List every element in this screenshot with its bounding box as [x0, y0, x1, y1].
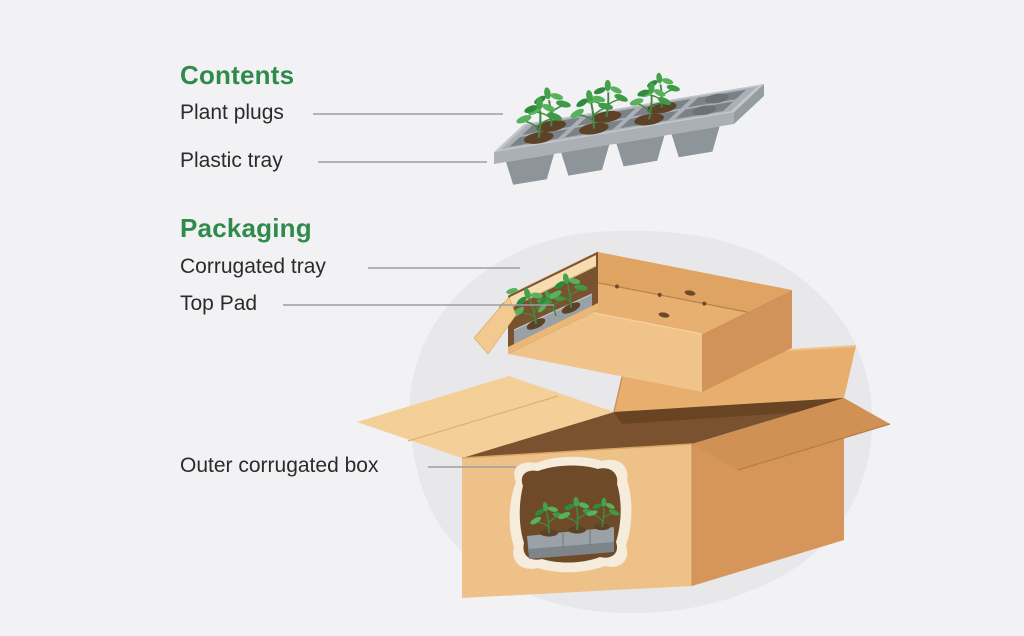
- packaging-heading: Packaging: [180, 213, 312, 243]
- seam-hole: [702, 301, 707, 306]
- ptray-side-right: [734, 84, 764, 124]
- label-plastic-tray: Plastic tray: [180, 149, 283, 172]
- vent-hole: [684, 290, 696, 296]
- leader-lines: [283, 113, 554, 468]
- plastic-plug-tray-illustration: [494, 70, 764, 185]
- inner-plant-tray-front: [529, 542, 614, 559]
- label-outer-corrugated-box: Outer corrugated box: [180, 454, 379, 477]
- box-right-flap-edge: [737, 423, 891, 471]
- ctray-top-back: [553, 252, 792, 312]
- empty-well: [692, 105, 717, 116]
- ptray-foot: [616, 135, 665, 167]
- contents-heading: Contents: [180, 60, 295, 90]
- label-top-pad: Top Pad: [180, 292, 258, 315]
- corrugated-tray-illustration: [473, 251, 792, 392]
- ctray-bottom-lip: [508, 303, 598, 354]
- box-right-flap: [692, 398, 890, 470]
- ptray-foot: [506, 154, 554, 185]
- seam-hole: [615, 284, 619, 289]
- label-corrugated-tray: Corrugated tray: [180, 255, 326, 278]
- loose-leaf: [506, 288, 518, 294]
- vent-hole: [658, 312, 670, 318]
- ctray-right-face: [702, 290, 792, 392]
- box-interior-back-wall: [614, 398, 844, 424]
- label-plant-plugs: Plant plugs: [180, 101, 284, 124]
- ptray-inner-plate: [500, 86, 758, 150]
- box-front-top-edge: [461, 443, 693, 459]
- empty-well: [705, 93, 729, 104]
- ptray-foot: [561, 144, 610, 176]
- ptray-side-front: [494, 112, 734, 164]
- box-left-flap-crease: [407, 395, 559, 442]
- ctray-inner-tray-rim: [513, 293, 593, 331]
- ptray-foot: [671, 126, 720, 158]
- ctray-hanging-flap: [473, 296, 517, 355]
- seam-hole: [657, 292, 662, 297]
